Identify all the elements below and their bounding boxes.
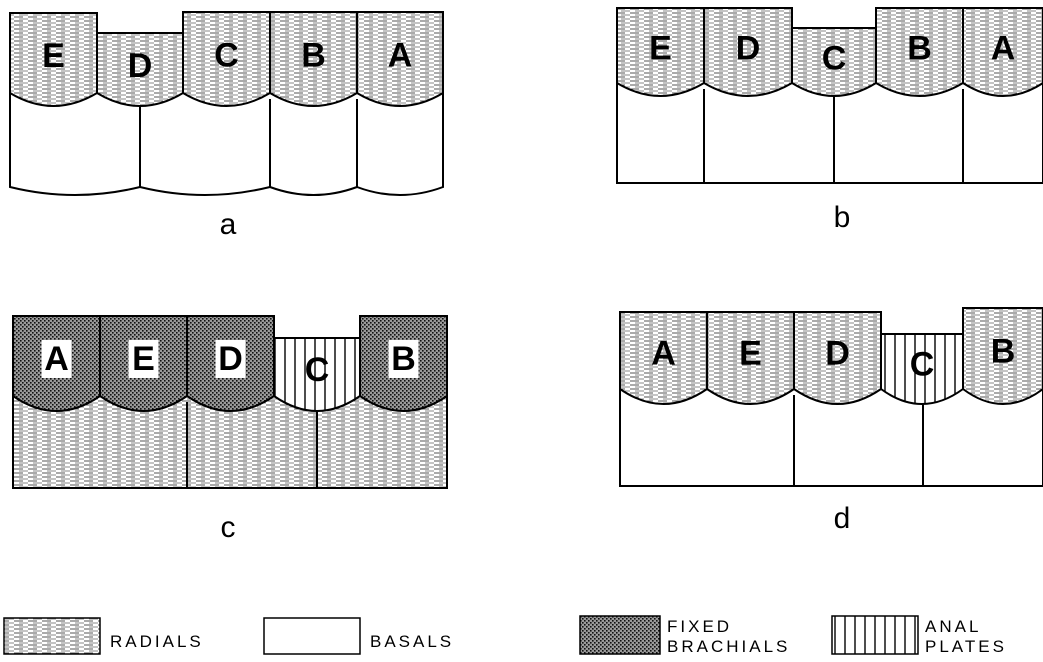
- plate-label-b: B: [301, 37, 326, 75]
- plate-label-a: A: [388, 37, 413, 75]
- plate-label-a: A: [991, 30, 1016, 68]
- legend-label-basals: BASALS: [370, 632, 454, 651]
- plate-label-e: E: [649, 30, 672, 68]
- plate-label-d: D: [736, 30, 761, 68]
- basals-swatch: [264, 618, 360, 654]
- lower-row-basals: [617, 83, 1043, 183]
- legend-label-plates: PLATES: [925, 637, 1007, 656]
- legend-item-fixed-brachials: FIXED BRACHIALS: [580, 616, 790, 656]
- legend-label-anal: ANAL: [925, 617, 981, 636]
- panel-caption-c: c: [221, 511, 236, 544]
- fixed-brachials-swatch: [580, 616, 660, 654]
- panel-caption-d: d: [834, 502, 851, 535]
- radials-swatch: [4, 618, 100, 654]
- plate-label-d: D: [825, 335, 850, 373]
- lower-row-basals: [10, 93, 443, 197]
- plate-label-e: E: [132, 340, 155, 378]
- legend-label-fixed: FIXED: [667, 617, 732, 636]
- panel-caption-a: a: [220, 208, 237, 241]
- plate-label-d: D: [128, 47, 153, 85]
- plate-label-c: C: [910, 346, 935, 384]
- legend-label-brachials: BRACHIALS: [667, 637, 790, 656]
- plate-label-e: E: [42, 37, 65, 75]
- plate-label-d: D: [218, 340, 243, 378]
- legend-label-radials: RADIALS: [110, 632, 204, 651]
- plate-label-c: C: [305, 351, 330, 389]
- legend-item-basals: BASALS: [264, 618, 454, 654]
- plate-label-c: C: [214, 37, 239, 75]
- plate-label-b: B: [391, 340, 416, 378]
- legend: RADIALS BASALS FIXED BRACHIALS ANAL PLAT…: [4, 616, 1007, 656]
- plate-label-b: B: [907, 30, 932, 68]
- plate-label-a: A: [651, 335, 676, 373]
- legend-item-radials: RADIALS: [4, 618, 204, 654]
- legend-item-anal-plates: ANAL PLATES: [832, 616, 1007, 656]
- plate-label-a: A: [44, 340, 69, 378]
- panel-caption-b: b: [834, 201, 851, 234]
- plate-label-c: C: [822, 40, 847, 78]
- anal-plates-swatch: [832, 616, 918, 654]
- plate-label-e: E: [739, 335, 762, 373]
- plate-label-b: B: [991, 333, 1016, 371]
